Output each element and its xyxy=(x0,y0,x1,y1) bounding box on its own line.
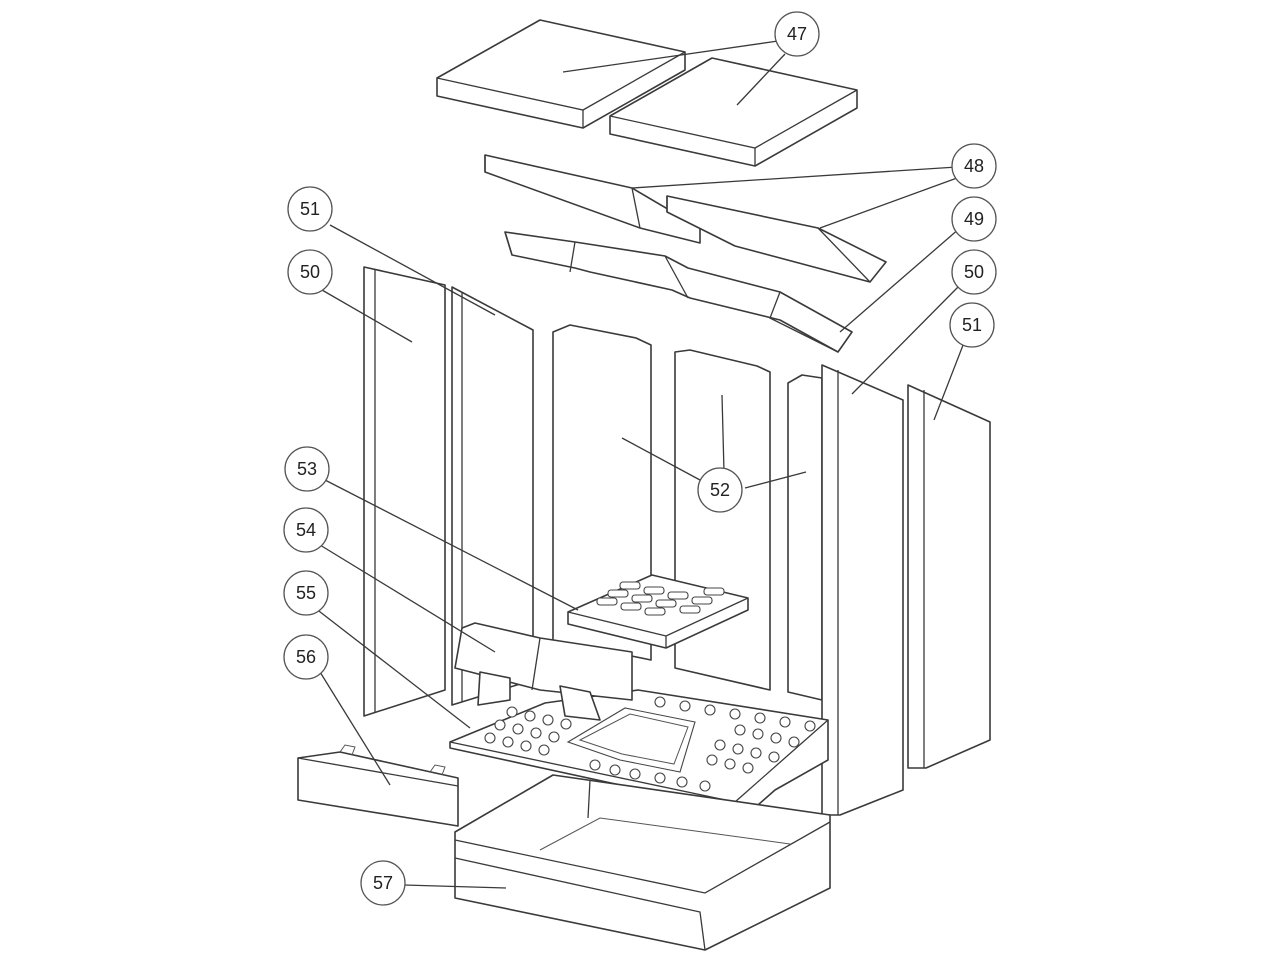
back-panel-right xyxy=(787,374,823,701)
callout-50-right-label: 50 xyxy=(964,262,984,282)
callout-55-label: 55 xyxy=(296,583,316,603)
callout-56-label: 56 xyxy=(296,647,316,667)
callout-50-left: 50 xyxy=(287,249,333,295)
callout-51-right-label: 51 xyxy=(962,315,982,335)
callout-51-left-label: 51 xyxy=(300,199,320,219)
callout-49-label: 49 xyxy=(964,209,984,229)
side-panel-left-outer xyxy=(363,266,446,717)
baffle-plate-right xyxy=(666,195,887,283)
callout-57-label: 57 xyxy=(373,873,393,893)
ash-pan xyxy=(454,774,831,951)
front-guard xyxy=(454,622,633,721)
callout-51-left: 51 xyxy=(287,186,333,232)
callout-50-right: 50 xyxy=(951,249,997,295)
base-grate xyxy=(449,689,829,813)
callout-47: 47 xyxy=(774,11,820,57)
callout-52-label: 52 xyxy=(710,480,730,500)
leader-lines xyxy=(314,40,966,889)
callout-53: 53 xyxy=(284,446,330,492)
callout-56: 56 xyxy=(283,634,329,680)
callout-50-left-label: 50 xyxy=(300,262,320,282)
callout-52: 52 xyxy=(697,467,743,513)
callout-54-label: 54 xyxy=(296,520,316,540)
callout-57: 57 xyxy=(360,860,406,906)
side-panel-right-outer xyxy=(907,384,991,769)
side-panel-right-inner xyxy=(821,364,904,816)
callout-55: 55 xyxy=(283,570,329,616)
callout-54: 54 xyxy=(283,507,329,553)
top-plate-left xyxy=(436,19,686,129)
small-grate xyxy=(567,574,749,649)
callout-49: 49 xyxy=(951,196,997,242)
callout-48: 48 xyxy=(951,143,997,189)
callout-48-label: 48 xyxy=(964,156,984,176)
top-plate-right xyxy=(609,57,858,167)
front-lip xyxy=(297,744,459,827)
callout-51-right: 51 xyxy=(949,302,995,348)
deflector xyxy=(504,231,853,353)
callout-53-label: 53 xyxy=(297,459,317,479)
callout-47-label: 47 xyxy=(787,24,807,44)
